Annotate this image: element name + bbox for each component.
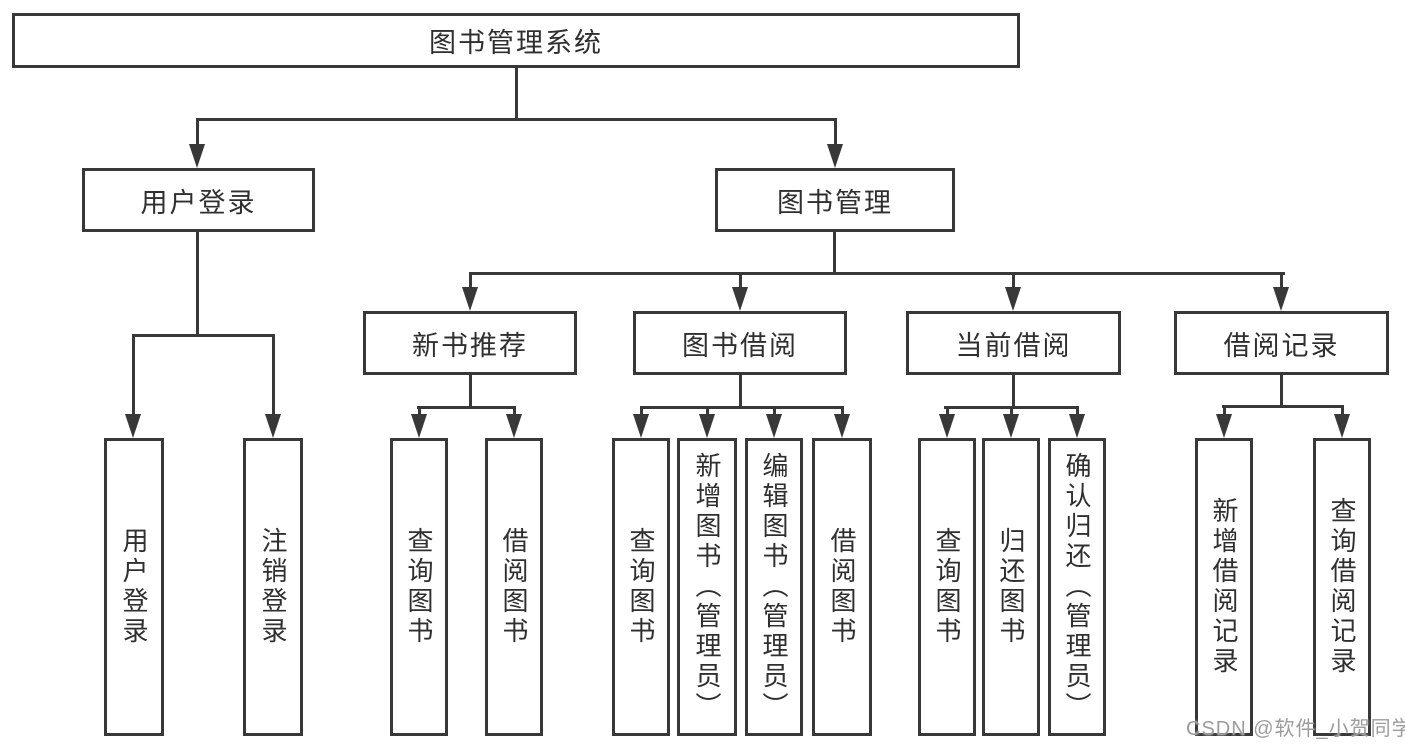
edge-vline bbox=[834, 118, 837, 146]
edge-vline bbox=[706, 406, 709, 416]
edge-hline bbox=[132, 334, 275, 337]
leaf-return-book: 归还图书 bbox=[982, 438, 1040, 736]
arrow-down-icon bbox=[506, 414, 522, 438]
node-label: 图书管理 bbox=[777, 187, 893, 218]
edge-vline bbox=[640, 406, 643, 416]
edge-vline bbox=[469, 375, 472, 406]
edge-hline bbox=[469, 272, 1285, 275]
node-label: 查询图书 bbox=[626, 527, 656, 647]
edge-vline bbox=[739, 272, 742, 289]
node-label: 归还图书 bbox=[996, 527, 1026, 647]
edge-vline bbox=[196, 232, 199, 334]
edge-vline bbox=[1223, 405, 1226, 416]
leaf-borrow-book-recommend: 借阅图书 bbox=[485, 438, 543, 736]
node-label: 图书借阅 bbox=[682, 330, 798, 361]
leaf-query-book-current: 查询图书 bbox=[918, 438, 976, 736]
node-user-login: 用户登录 bbox=[82, 168, 315, 232]
node-label: 新增图书（管理员） bbox=[692, 452, 722, 722]
node-label: 借阅图书 bbox=[499, 527, 529, 647]
leaf-add-book-admin: 新增图书（管理员） bbox=[677, 438, 737, 736]
node-book-borrow: 图书借阅 bbox=[633, 311, 847, 375]
leaf-add-borrow-record: 新增借阅记录 bbox=[1195, 438, 1253, 736]
arrow-down-icon bbox=[189, 144, 205, 168]
node-label: 编辑图书（管理员） bbox=[759, 452, 789, 722]
leaf-logout: 注销登录 bbox=[243, 438, 303, 736]
arrow-down-icon bbox=[1273, 287, 1289, 311]
node-borrow-record: 借阅记录 bbox=[1174, 311, 1389, 375]
edge-hline bbox=[196, 118, 837, 121]
edge-vline bbox=[1012, 375, 1015, 406]
node-book-management: 图书管理 bbox=[715, 168, 955, 232]
edge-vline bbox=[1341, 405, 1344, 416]
edge-vline bbox=[841, 406, 844, 416]
leaf-confirm-return-admin: 确认归还（管理员） bbox=[1048, 438, 1106, 736]
csdn-watermark: CSDN @软件_小贺同学 bbox=[1186, 718, 1405, 740]
leaf-user-login: 用户登录 bbox=[104, 438, 164, 736]
edge-hline bbox=[417, 406, 516, 409]
edge-vline bbox=[469, 272, 472, 289]
node-label: 查询图书 bbox=[932, 527, 962, 647]
arrow-down-icon bbox=[1003, 414, 1019, 438]
edge-vline bbox=[1010, 406, 1013, 416]
edge-vline bbox=[739, 375, 742, 406]
node-label: 图书管理系统 bbox=[429, 28, 603, 58]
edge-vline bbox=[1280, 375, 1283, 406]
arrow-down-icon bbox=[265, 414, 281, 438]
arrow-down-icon bbox=[827, 144, 843, 168]
arrow-down-icon bbox=[834, 414, 850, 438]
edge-vline bbox=[272, 334, 275, 416]
leaf-borrow-book: 借阅图书 bbox=[812, 438, 872, 736]
arrow-down-icon bbox=[732, 287, 748, 311]
arrow-down-icon bbox=[411, 414, 427, 438]
arrow-down-icon bbox=[1069, 414, 1085, 438]
leaf-query-book-recommend: 查询图书 bbox=[390, 438, 448, 736]
edge-vline bbox=[946, 406, 949, 416]
arrow-down-icon bbox=[633, 414, 649, 438]
node-label: 当前借阅 bbox=[955, 330, 1072, 361]
edge-vline bbox=[196, 118, 199, 146]
edge-vline bbox=[773, 406, 776, 416]
edge-vline bbox=[833, 232, 836, 272]
arrow-down-icon bbox=[766, 414, 782, 438]
edge-vline bbox=[1076, 406, 1079, 416]
edge-vline bbox=[132, 334, 135, 416]
leaf-query-book-borrow: 查询图书 bbox=[612, 438, 670, 736]
node-label: 确认归还（管理员） bbox=[1062, 452, 1092, 722]
edge-hline bbox=[640, 406, 844, 409]
node-current-borrow: 当前借阅 bbox=[906, 311, 1121, 375]
arrow-down-icon bbox=[699, 414, 715, 438]
arrow-down-icon bbox=[1334, 414, 1350, 438]
node-root-library-system: 图书管理系统 bbox=[12, 13, 1020, 68]
node-label: 借阅图书 bbox=[827, 527, 857, 647]
node-label: 新书推荐 bbox=[412, 330, 528, 361]
edge-vline bbox=[1280, 272, 1283, 289]
edge-hline bbox=[1222, 405, 1344, 408]
node-label: 查询图书 bbox=[404, 527, 434, 647]
leaf-edit-book-admin: 编辑图书（管理员） bbox=[745, 438, 803, 736]
leaf-query-borrow-record: 查询借阅记录 bbox=[1313, 438, 1371, 736]
edge-vline bbox=[515, 68, 518, 118]
arrow-down-icon bbox=[939, 414, 955, 438]
node-label: 注销登录 bbox=[258, 527, 288, 647]
arrow-down-icon bbox=[1216, 414, 1232, 438]
edge-vline bbox=[418, 406, 421, 416]
arrow-down-icon bbox=[125, 414, 141, 438]
edge-vline bbox=[513, 406, 516, 416]
node-label: 用户登录 bbox=[140, 187, 257, 218]
node-label: 借阅记录 bbox=[1223, 330, 1340, 361]
arrow-down-icon bbox=[462, 287, 478, 311]
node-new-book-recommend: 新书推荐 bbox=[363, 311, 577, 375]
node-label: 查询借阅记录 bbox=[1327, 497, 1357, 677]
node-label: 新增借阅记录 bbox=[1209, 497, 1239, 677]
arrow-down-icon bbox=[1005, 287, 1021, 311]
node-label: 用户登录 bbox=[119, 527, 149, 647]
edge-vline bbox=[1012, 272, 1015, 289]
